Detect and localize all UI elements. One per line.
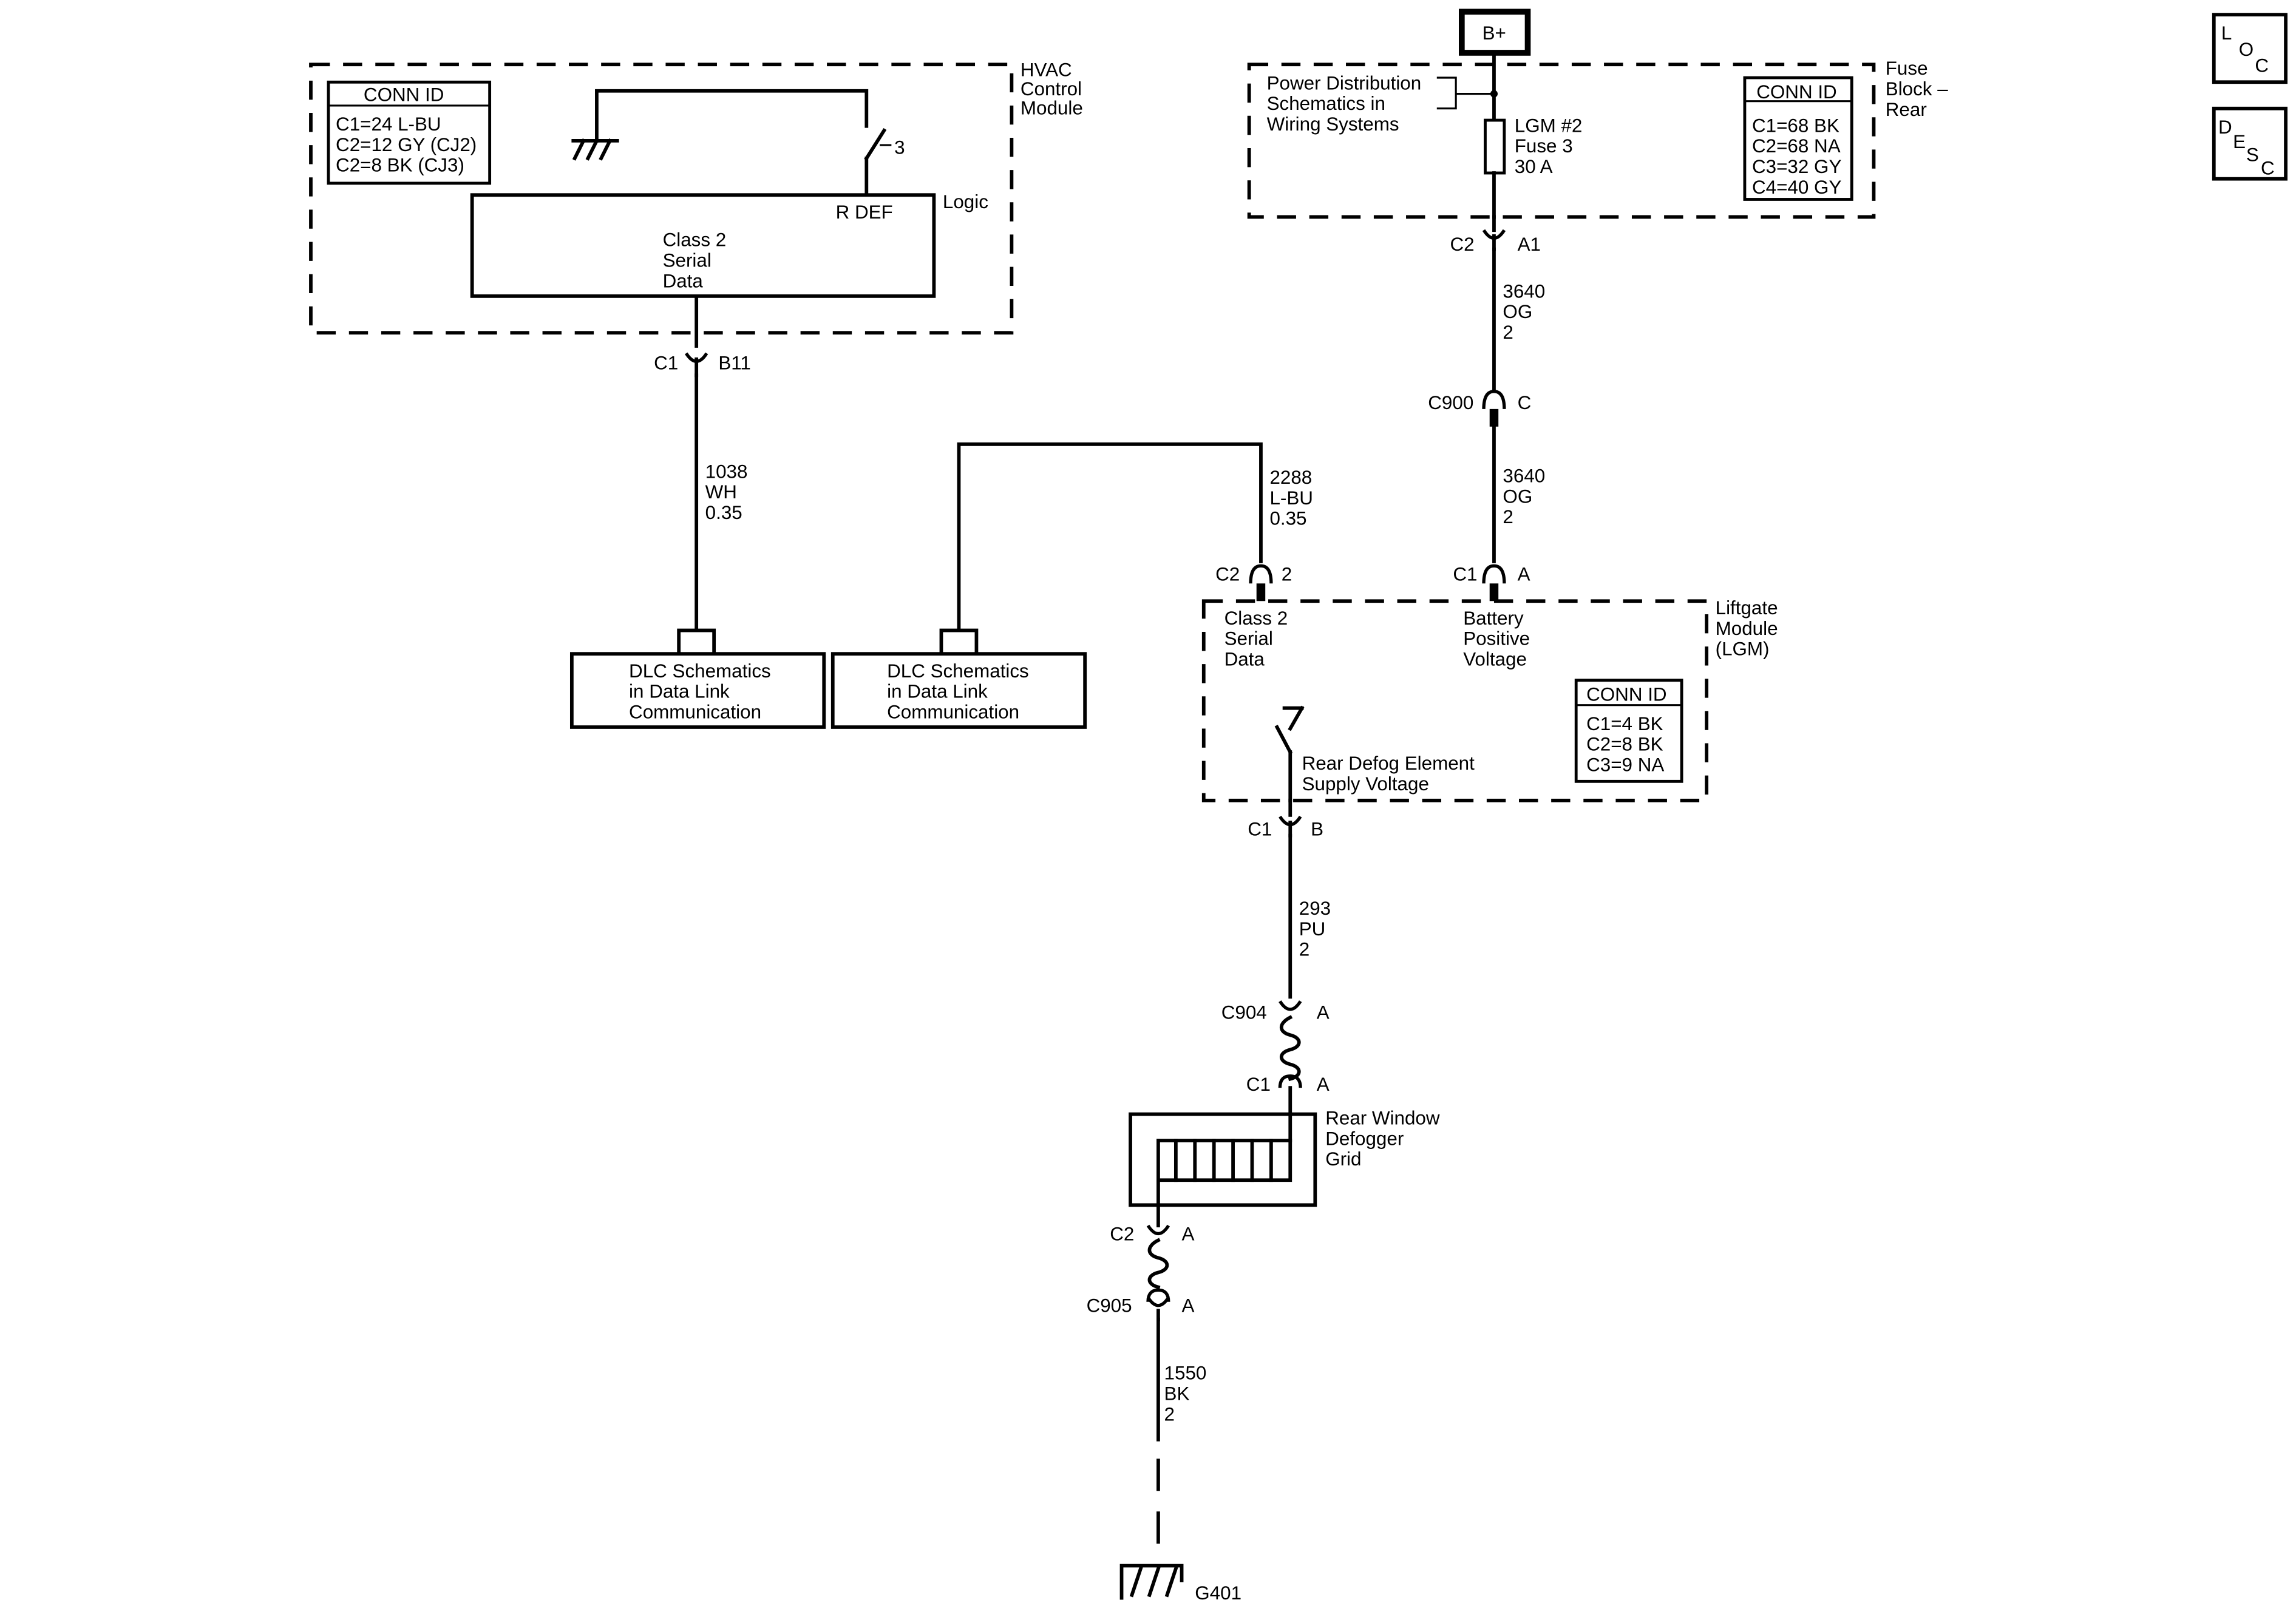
hvac-module-title: HVAC Control Module [1021,59,1087,119]
loc-letter: O [2239,39,2254,60]
hvac-control-module: HVAC Control Module CONN ID C1=24 L-BU C… [309,59,1087,335]
fuse-conn-id-row: C1=68 BK [1752,115,1839,136]
fuse-conn-id-row: C3=32 GY [1752,156,1841,177]
grid-c2-name: C2 [1110,1223,1134,1244]
fuse-conn-id-row: C2=68 NA [1752,135,1841,157]
hvac-conn-id-table: CONN ID C1=24 L-BU C2=12 GY (CJ2) C2=8 B… [327,80,492,185]
b-plus-terminal: B+ [1458,8,1531,56]
logic-label: Logic [943,191,988,212]
dlc-right-reference[interactable]: DLC Schematics in Data Link Communicatio… [830,628,1087,729]
inductor-coil [1279,1015,1301,1082]
lgm-title: Liftgate Module (LGM) [1716,597,1784,660]
lgm-c1-pin: A [1518,563,1530,585]
c905-pin: A [1182,1295,1195,1317]
loc-letter: L [2221,22,2232,44]
lgm-serial-data-label: Class 2 Serial Data [1224,608,1293,670]
fuse-block-conn-id-table: CONN ID C1=68 BK C2=68 NA C3=32 GY C4=40… [1743,76,1853,201]
lgm-conn-id-row: C1=4 BK [1586,713,1663,734]
lgm-c1-connector: C1 A [1453,563,1530,602]
lgm-outline [1201,599,1709,802]
lgm-c2-pin: 2 [1282,563,1292,585]
c904-name: C904 [1221,1002,1267,1023]
hvac-conn-id-row: C1=24 L-BU [336,114,441,135]
fuse-c2-connector: C2 A1 [1450,215,1541,255]
hvac-serial-data-label: Class 2 Serial Data [663,229,732,292]
wire-2288 [957,442,1263,632]
lgm-c2-connector: C2 2 [1215,563,1292,602]
desc-letter: D [2218,117,2232,138]
grid-c2-pin: A [1182,1223,1195,1244]
rear-window-defogger-grid [1129,1112,1317,1207]
fuse-block-title: Fuse Block – Rear [1886,58,1954,120]
fuse-conn-id-title: CONN ID [1756,81,1836,103]
lgm-conn-id-table: CONN ID C1=4 BK C2=8 BK C3=9 NA [1574,679,1683,783]
wire-2288-label: 2288 L-BU 0.35 [1269,467,1318,529]
hvac-conn-id-row: C2=12 GY (CJ2) [336,134,477,155]
power-distribution-note: Power Distribution Schematics in Wiring … [1267,72,1427,135]
dlc-left-reference[interactable]: DLC Schematics in Data Link Communicatio… [569,628,826,729]
c904-connector: C904 A [1221,1000,1330,1023]
ground-g401: G401 [1119,1564,1241,1604]
grid-c1-name: C1 [1246,1074,1271,1095]
rear-defog-switch: 3 [864,127,905,197]
lgm-battery-label: Battery Positive Voltage [1463,608,1535,670]
loc-button[interactable]: L O C [2212,13,2288,84]
liftgate-module: Liftgate Module (LGM) Class 2 Serial Dat… [1201,597,1784,802]
c900-connector: C900 C [1428,390,1532,427]
lgm-c1-name: C1 [1453,563,1477,585]
dlc-right-text: DLC Schematics in Data Link Communicatio… [887,660,1034,723]
defogger-grid-label: Rear Window Defogger Grid [1325,1107,1445,1170]
c904-pin: A [1317,1002,1330,1023]
loc-letter: C [2255,55,2269,76]
fuse-conn-id-row: C4=40 GY [1752,177,1841,198]
wire-1550-label: 1550 BK 2 [1164,1363,1212,1425]
wire-1038-label: 1038 WH 0.35 [705,461,753,523]
c905-connector: C905 A [1087,1288,1195,1321]
hvac-conn-id-row: C2=8 BK (CJ3) [336,155,464,176]
lgm-output-connector: C1 B [1248,798,1323,840]
wire-3640-b-label: 3640 OG 2 [1503,466,1550,528]
desc-button[interactable]: D E S C [2212,106,2288,181]
hvac-ground-symbol [571,89,869,161]
wire-3640-a-label: 3640 OG 2 [1503,280,1550,343]
lgm-defog-relay-switch [1274,705,1305,802]
hvac-c1-connector: C1 B11 [654,294,751,378]
desc-letter: S [2246,144,2259,166]
fuse-out-connector-name: C2 [1450,234,1475,255]
c900-pin: C [1518,392,1532,413]
desc-letter: E [2233,131,2246,152]
lgm-out-connector-pin: B [1311,819,1323,840]
grid-c2-connector: C2 A [1110,1203,1195,1244]
c905-name: C905 [1087,1295,1132,1317]
fuse-label: LGM #2 Fuse 3 30 A [1515,115,1588,177]
switch-pin-number: 3 [894,137,905,158]
lgm-c2-name: C2 [1215,563,1240,585]
hvac-connector-pin: B11 [718,353,750,374]
b-plus-label: B+ [1483,22,1506,44]
c900-name: C900 [1428,392,1473,413]
lgm-out-connector-name: C1 [1248,819,1272,840]
dlc-left-text: DLC Schematics in Data Link Communicatio… [629,660,776,723]
hvac-connector-name: C1 [654,353,678,374]
desc-letter: C [2261,157,2275,178]
rear-defog-supply-label: Rear Defog Element Supply Voltage [1302,753,1480,795]
fuse-symbol [1484,118,1506,219]
ground-label: G401 [1195,1582,1241,1604]
grid-c1-pin: A [1317,1074,1330,1095]
hvac-logic-block [470,193,936,298]
wire-293-label: 293 PU 2 [1299,898,1336,960]
r-def-label: R DEF [836,202,893,223]
lgm-conn-id-title: CONN ID [1586,683,1666,705]
hvac-conn-id-title: CONN ID [364,84,444,106]
fuse-out-connector-pin: A1 [1518,234,1541,255]
inductor-coil [1147,1238,1169,1290]
fuse-block-rear: Fuse Block – Rear Power Distribution Sch… [1247,58,1954,219]
lgm-conn-id-row: C2=8 BK [1586,734,1663,755]
lgm-conn-id-row: C3=9 NA [1586,754,1664,775]
grid-c1-connector: C1 A [1246,1074,1330,1116]
